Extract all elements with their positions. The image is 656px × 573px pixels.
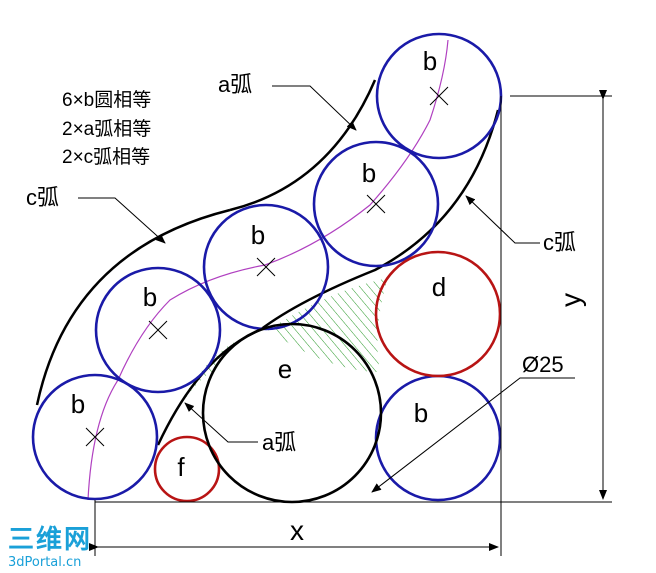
label-b2: b xyxy=(143,282,157,312)
watermark-sub: 3dPortal.cn xyxy=(8,555,81,570)
watermark-main: 三维网 xyxy=(8,524,92,555)
circle-b1 xyxy=(31,373,159,501)
note-line-2: 2×a弧相等 xyxy=(62,118,151,140)
circle-e xyxy=(201,322,383,504)
label-a-arc-top: a弧 xyxy=(218,72,252,97)
note-line-1: 6×b圆相等 xyxy=(62,89,151,111)
hatched-region xyxy=(268,278,388,372)
label-c-arc-right: c弧 xyxy=(543,230,576,255)
outer-c-arc-left xyxy=(35,208,231,406)
circle-f xyxy=(153,435,221,503)
circle-b2 xyxy=(94,266,222,394)
label-b3: b xyxy=(251,220,265,250)
label-b4: b xyxy=(362,158,376,188)
outer-a-arc-top xyxy=(229,79,377,212)
inner-a-arc xyxy=(156,328,261,446)
note-line-3: 2×c弧相等 xyxy=(62,146,150,168)
diameter-leader xyxy=(371,377,575,493)
label-f: f xyxy=(177,452,185,482)
circle-b5 xyxy=(375,32,503,160)
dim-y-label: y xyxy=(555,293,586,307)
circle-b6 xyxy=(374,374,502,502)
leader-c-arc-left xyxy=(78,197,166,244)
leader-a-arc-bottom xyxy=(184,402,258,443)
circle-b4 xyxy=(312,140,440,268)
label-a-arc-bottom: a弧 xyxy=(262,430,296,455)
circle-b3 xyxy=(202,203,330,331)
label-d: d xyxy=(432,272,446,302)
label-b5: b xyxy=(423,46,437,76)
circle-d xyxy=(374,250,502,378)
label-c-arc-left: c弧 xyxy=(26,185,59,210)
leader-a-arc-top xyxy=(272,85,357,131)
label-b1: b xyxy=(71,389,85,419)
diameter-label: Ø25 xyxy=(522,352,564,377)
label-e: e xyxy=(278,354,292,384)
label-b6: b xyxy=(414,398,428,428)
dim-x-label: x xyxy=(290,515,304,546)
leader-c-arc-right xyxy=(465,195,540,244)
